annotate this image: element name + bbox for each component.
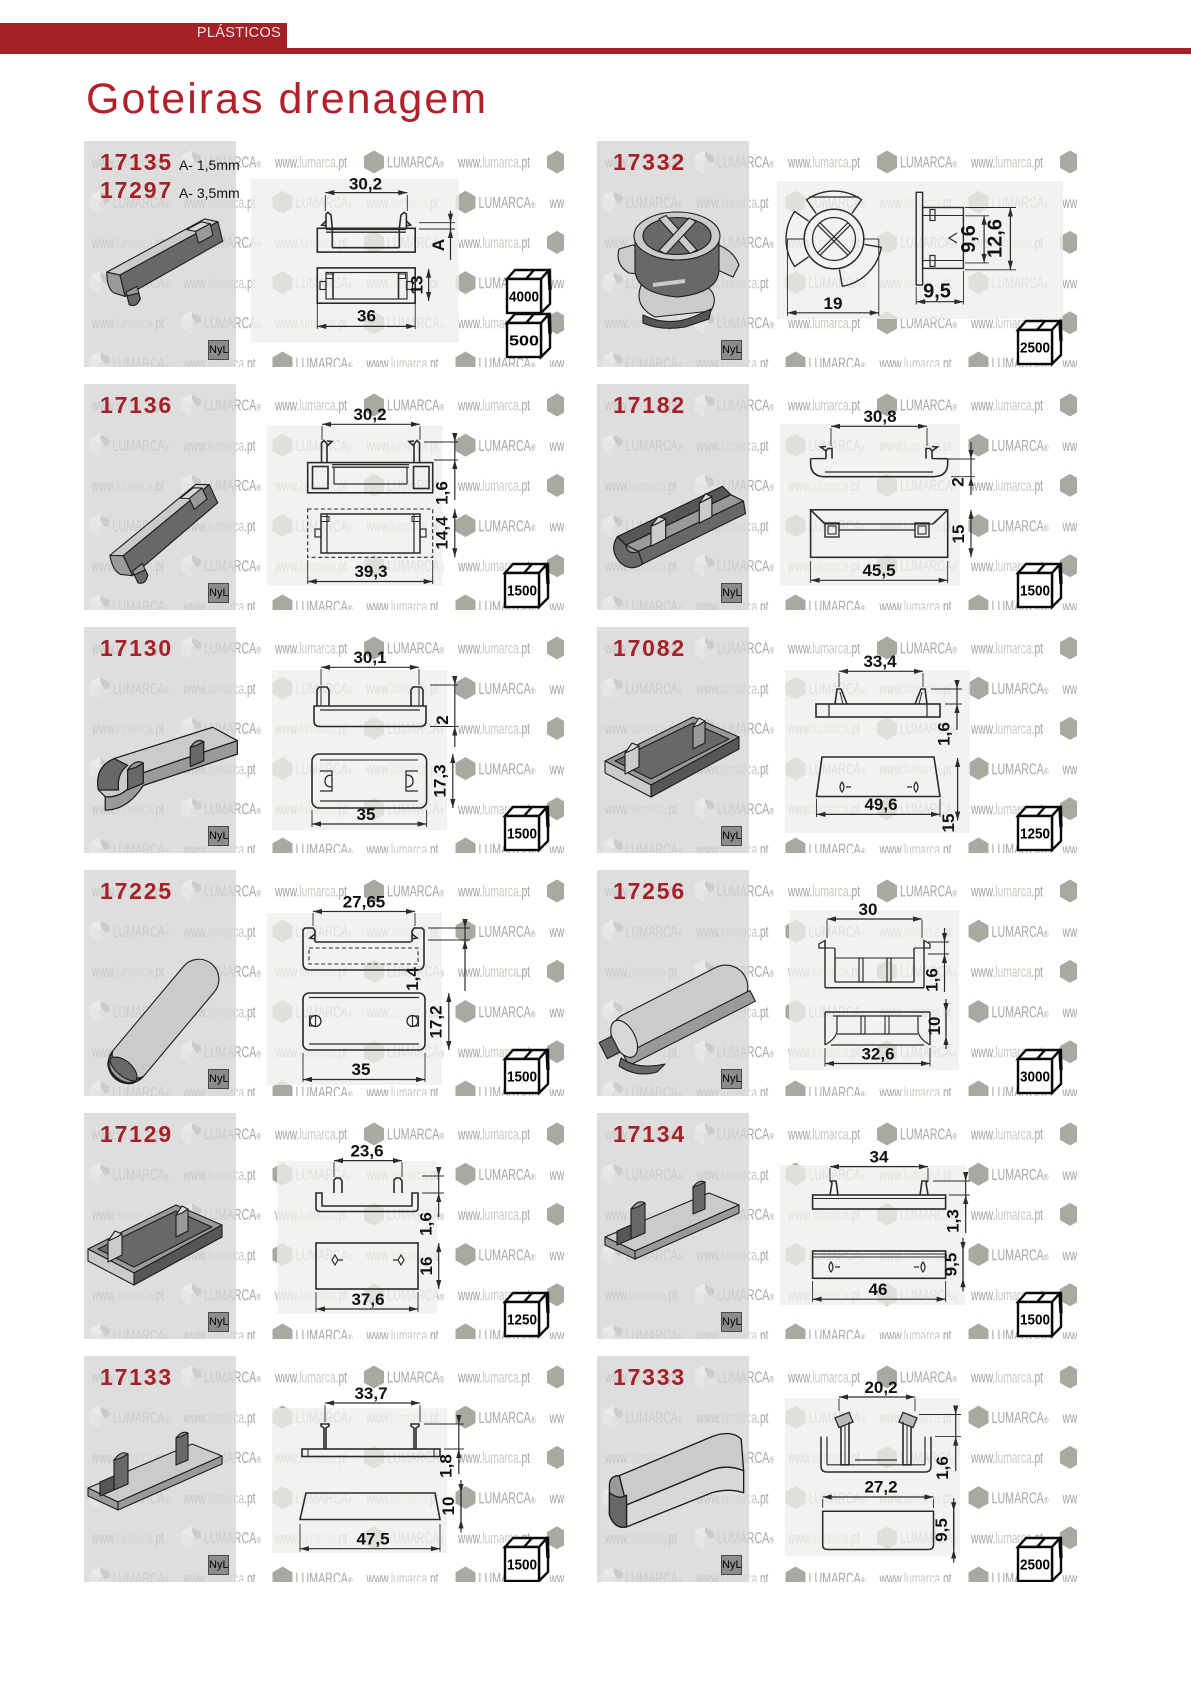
- svg-text:30: 30: [859, 900, 878, 919]
- svg-text:12,6: 12,6: [985, 219, 1007, 258]
- svg-text:10: 10: [925, 1017, 944, 1036]
- svg-text:9,5: 9,5: [932, 1518, 951, 1542]
- svg-text:17,2: 17,2: [427, 1005, 446, 1038]
- svg-text:35: 35: [357, 805, 376, 824]
- svg-text:1250: 1250: [1020, 827, 1050, 843]
- svg-text:16: 16: [417, 1257, 436, 1276]
- svg-text:9,5: 9,5: [923, 281, 951, 303]
- svg-text:1500: 1500: [1020, 584, 1050, 600]
- svg-text:2500: 2500: [1020, 1558, 1050, 1574]
- svg-text:1500: 1500: [507, 584, 537, 600]
- svg-text:1,4: 1,4: [403, 967, 422, 991]
- svg-text:33,7: 33,7: [354, 1384, 387, 1403]
- svg-text:1500: 1500: [507, 827, 537, 843]
- svg-text:9,5: 9,5: [942, 1253, 961, 1277]
- svg-text:10: 10: [439, 1497, 458, 1516]
- svg-text:1,6: 1,6: [933, 1456, 952, 1480]
- svg-text:46: 46: [869, 1280, 888, 1299]
- svg-text:1500: 1500: [1020, 1313, 1050, 1329]
- svg-text:1,6: 1,6: [935, 722, 954, 746]
- svg-text:3000: 3000: [1020, 1070, 1050, 1086]
- svg-text:14,4: 14,4: [433, 516, 452, 550]
- svg-text:2500: 2500: [1020, 341, 1050, 357]
- svg-text:45,5: 45,5: [862, 561, 895, 580]
- svg-text:15: 15: [939, 814, 958, 833]
- svg-text:30,1: 30,1: [353, 648, 386, 667]
- svg-text:1,6: 1,6: [923, 968, 942, 992]
- svg-text:35: 35: [352, 1060, 371, 1079]
- svg-text:49,6: 49,6: [864, 795, 897, 814]
- svg-text:19: 19: [824, 294, 843, 313]
- svg-text:39,3: 39,3: [354, 562, 387, 581]
- svg-text:30,8: 30,8: [863, 407, 896, 426]
- svg-text:1,8: 1,8: [437, 1454, 456, 1478]
- svg-text:27,2: 27,2: [864, 1478, 897, 1497]
- svg-text:A: A: [429, 239, 448, 251]
- svg-text:20,2: 20,2: [864, 1378, 897, 1397]
- svg-text:15: 15: [949, 525, 968, 544]
- svg-text:2: 2: [949, 477, 968, 486]
- svg-text:36: 36: [357, 307, 376, 326]
- svg-text:4000: 4000: [509, 290, 539, 306]
- svg-text:30,2: 30,2: [349, 175, 382, 194]
- svg-text:23,6: 23,6: [350, 1142, 383, 1161]
- svg-text:37,6: 37,6: [351, 1290, 384, 1309]
- svg-text:500: 500: [509, 334, 539, 350]
- svg-text:27,65: 27,65: [343, 893, 386, 912]
- svg-text:34: 34: [870, 1148, 889, 1167]
- svg-text:17,3: 17,3: [431, 764, 450, 797]
- svg-text:1500: 1500: [507, 1070, 537, 1086]
- svg-text:30,2: 30,2: [353, 405, 386, 424]
- svg-text:1,6: 1,6: [417, 1212, 436, 1236]
- svg-text:32,6: 32,6: [861, 1045, 894, 1064]
- svg-text:1,3: 1,3: [944, 1209, 963, 1233]
- svg-text:47,5: 47,5: [356, 1530, 389, 1549]
- svg-text:9,6: 9,6: [958, 225, 980, 253]
- svg-text:1250: 1250: [507, 1313, 537, 1329]
- svg-text:1,6: 1,6: [433, 481, 452, 505]
- svg-text:33,4: 33,4: [863, 652, 897, 671]
- svg-text:13: 13: [408, 276, 427, 295]
- svg-text:2: 2: [433, 715, 452, 724]
- svg-text:1500: 1500: [507, 1558, 537, 1574]
